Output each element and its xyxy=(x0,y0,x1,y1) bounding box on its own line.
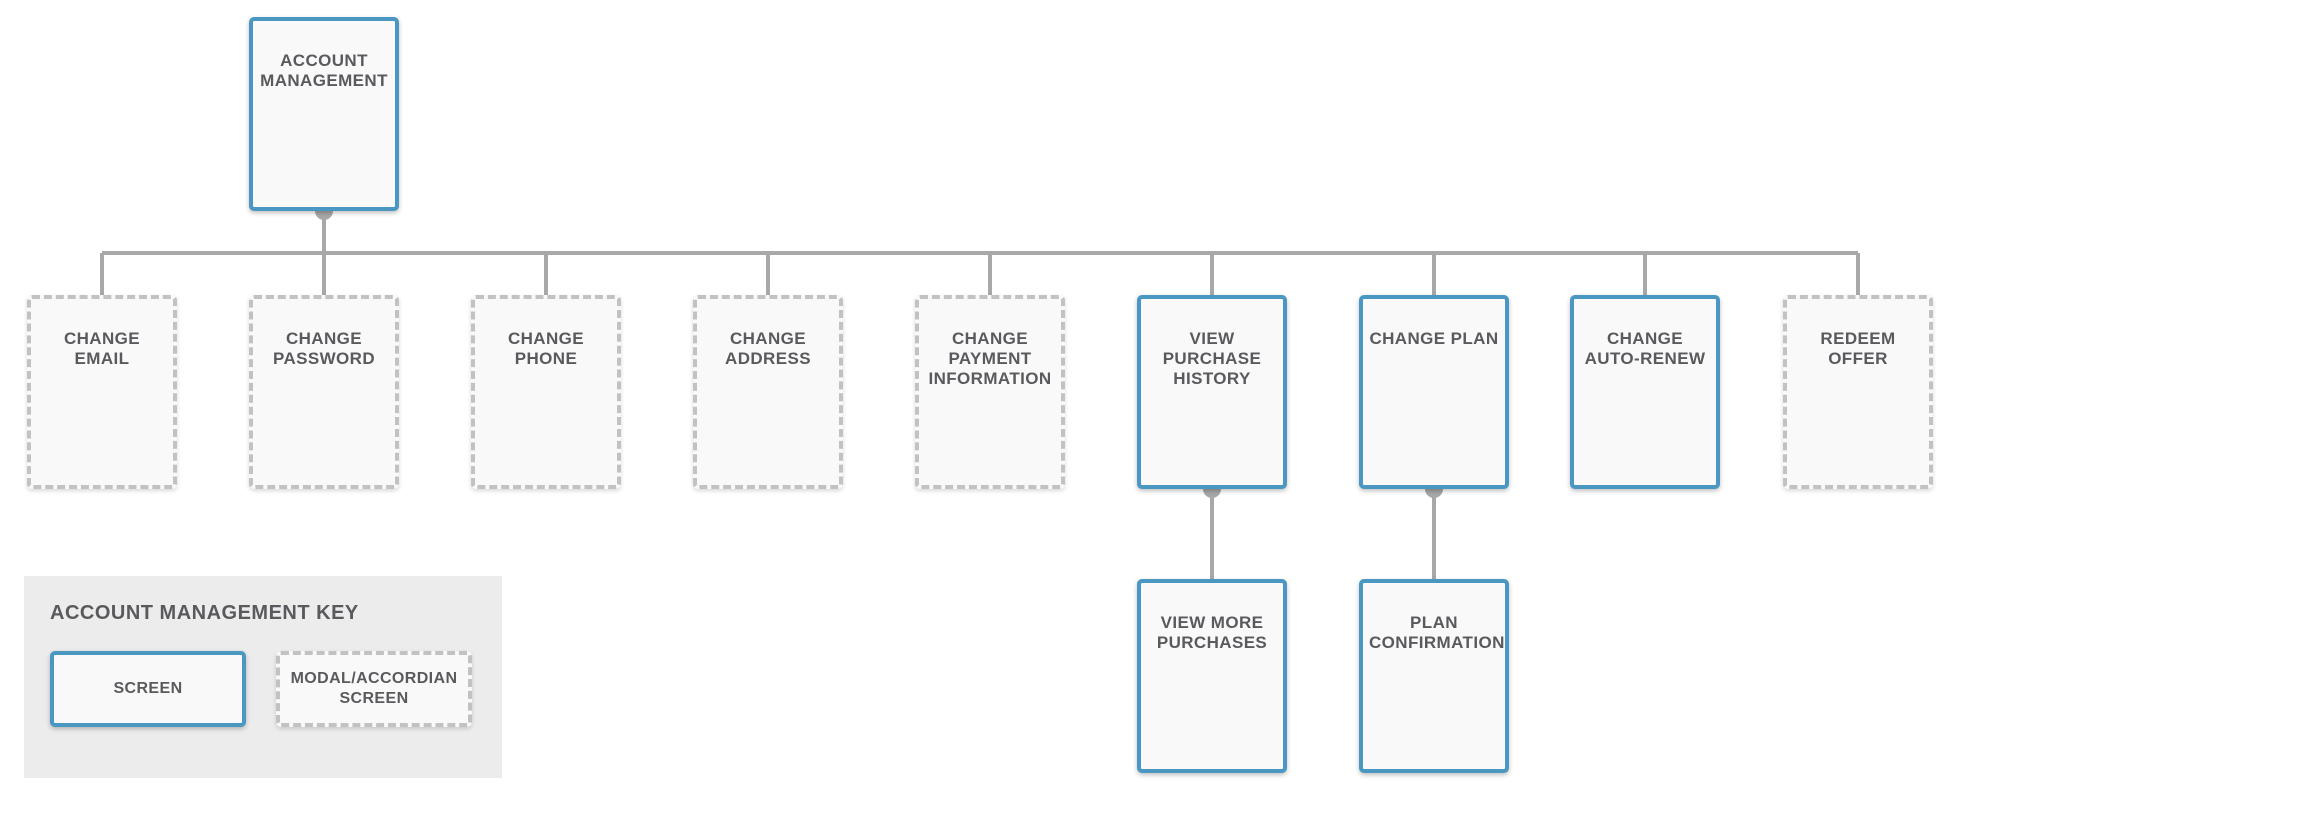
legend-screen-label: SCREEN xyxy=(113,680,183,697)
node-label: CHANGE PASSWORD xyxy=(272,329,376,368)
node-label: CHANGE AUTO-RENEW xyxy=(1584,329,1706,368)
node-redeem-offer[interactable]: REDEEM OFFER xyxy=(1783,295,1933,489)
node-label: ACCOUNT MANAGEMENT xyxy=(260,51,388,90)
node-change-plan[interactable]: CHANGE PLAN xyxy=(1359,295,1509,489)
legend-modal: MODAL/ACCORDIAN SCREEN xyxy=(276,651,472,727)
node-label: CHANGE PAYMENT INFORMATION xyxy=(928,329,1052,388)
node-change-password[interactable]: CHANGE PASSWORD xyxy=(249,295,399,489)
node-plan-confirmation[interactable]: PLAN CONFIRMATION xyxy=(1359,579,1509,773)
node-change-payment-information[interactable]: CHANGE PAYMENT INFORMATION xyxy=(915,295,1065,489)
node-label: CHANGE PHONE xyxy=(507,329,585,368)
node-change-address[interactable]: CHANGE ADDRESS xyxy=(693,295,843,489)
node-label: VIEW MORE PURCHASES xyxy=(1156,613,1268,652)
node-view-purchase-history[interactable]: VIEW PURCHASE HISTORY xyxy=(1137,295,1287,489)
legend-screen: SCREEN xyxy=(50,651,246,727)
node-change-phone[interactable]: CHANGE PHONE xyxy=(471,295,621,489)
edge-root xyxy=(100,211,1860,295)
node-label: REDEEM OFFER xyxy=(1820,329,1896,368)
node-label: PLAN CONFIRMATION xyxy=(1369,613,1505,652)
legend-title: ACCOUNT MANAGEMENT KEY xyxy=(50,602,359,624)
legend-panel: ACCOUNT MANAGEMENT KEY SCREEN MODAL/ACCO… xyxy=(24,576,502,778)
node-label: CHANGE ADDRESS xyxy=(725,329,811,368)
node-view-more-purchases[interactable]: VIEW MORE PURCHASES xyxy=(1137,579,1287,773)
legend-modal-label: MODAL/ACCORDIAN SCREEN xyxy=(290,670,458,707)
node-account-management[interactable]: ACCOUNT MANAGEMENT xyxy=(249,17,399,211)
node-change-email[interactable]: CHANGE EMAIL xyxy=(27,295,177,489)
node-label: CHANGE EMAIL xyxy=(63,329,141,368)
node-label: CHANGE PLAN xyxy=(1369,329,1499,348)
node-change-auto-renew[interactable]: CHANGE AUTO-RENEW xyxy=(1570,295,1720,489)
node-label: VIEW PURCHASE HISTORY xyxy=(1162,329,1262,388)
